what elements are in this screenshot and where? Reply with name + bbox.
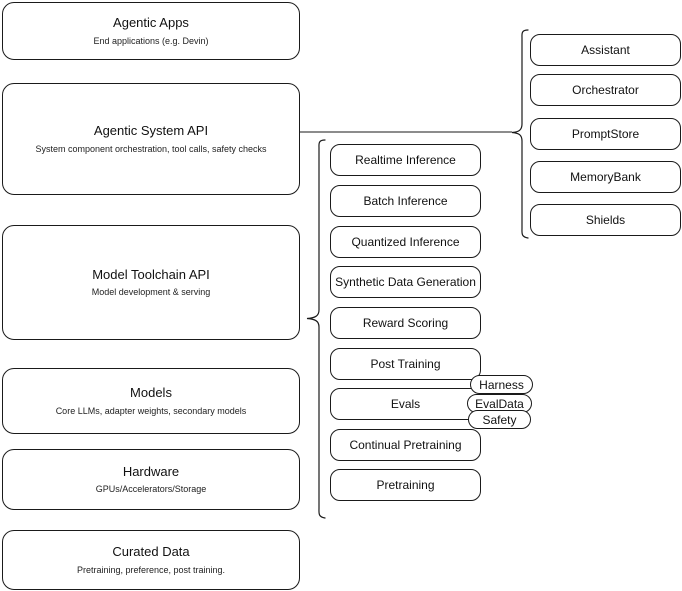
connector-agentic-system-api-to-components (300, 120, 515, 144)
evals-badge-harness[interactable]: Harness (470, 375, 533, 394)
capability-pretraining[interactable]: Pretraining (330, 469, 481, 501)
layer-title: Hardware (122, 463, 180, 479)
capability-label: Reward Scoring (362, 315, 449, 330)
layer-subtitle: Core LLMs, adapter weights, secondary mo… (55, 405, 247, 416)
capability-synthetic-data-generation[interactable]: Synthetic Data Generation (330, 266, 481, 298)
capability-label: Evals (390, 396, 421, 411)
component-label: Assistant (581, 42, 630, 57)
capability-label: Batch Inference (363, 193, 448, 208)
capability-quantized-inference[interactable]: Quantized Inference (330, 226, 481, 258)
capability-realtime-inference[interactable]: Realtime Inference (330, 144, 481, 176)
badge-label: EvalData (475, 396, 524, 411)
badge-label: Safety (482, 412, 517, 427)
badge-label: Harness (479, 377, 524, 392)
layer-subtitle: Pretraining, preference, post training. (76, 564, 226, 575)
component-label: MemoryBank (570, 169, 641, 184)
component-label: Orchestrator (572, 82, 639, 97)
layer-title: Models (130, 385, 172, 401)
layer-title: Model Toolchain API (92, 266, 210, 282)
capability-label: Quantized Inference (351, 234, 460, 249)
component-orchestrator[interactable]: Orchestrator (530, 74, 681, 106)
layer-hardware[interactable]: Hardware GPUs/Accelerators/Storage (2, 449, 300, 510)
layer-subtitle: End applications (e.g. Devin) (93, 35, 209, 46)
layer-curated-data[interactable]: Curated Data Pretraining, preference, po… (2, 530, 300, 590)
layer-title: Agentic Apps (113, 15, 189, 31)
capability-label: Continual Pretraining (349, 437, 462, 452)
brace-model-toolchain-capabilities (303, 138, 331, 520)
component-assistant[interactable]: Assistant (530, 34, 681, 66)
layer-subtitle: GPUs/Accelerators/Storage (95, 484, 207, 494)
component-promptstore[interactable]: PromptStore (530, 118, 681, 150)
capability-batch-inference[interactable]: Batch Inference (330, 185, 481, 217)
layer-subtitle: System component orchestration, tool cal… (35, 143, 267, 154)
capability-label: Synthetic Data Generation (335, 274, 476, 289)
capability-post-training[interactable]: Post Training (330, 348, 481, 380)
component-shields[interactable]: Shields (530, 204, 681, 236)
layer-model-toolchain-api[interactable]: Model Toolchain API Model development & … (2, 225, 300, 340)
layer-title: Curated Data (112, 544, 190, 560)
capability-continual-pretraining[interactable]: Continual Pretraining (330, 429, 481, 461)
capability-evals[interactable]: Evals (330, 388, 481, 420)
layer-agentic-apps[interactable]: Agentic Apps End applications (e.g. Devi… (2, 2, 300, 60)
capability-label: Post Training (370, 356, 441, 371)
component-label: PromptStore (571, 126, 640, 141)
capability-label: Realtime Inference (355, 152, 456, 167)
layer-models[interactable]: Models Core LLMs, adapter weights, secon… (2, 368, 300, 434)
layer-agentic-system-api[interactable]: Agentic System API System component orch… (2, 83, 300, 195)
capability-label: Pretraining (376, 477, 435, 492)
component-memorybank[interactable]: MemoryBank (530, 161, 681, 193)
capability-reward-scoring[interactable]: Reward Scoring (330, 307, 481, 339)
layer-title: Agentic System API (93, 123, 209, 139)
layer-subtitle: Model development & serving (91, 287, 211, 297)
component-label: Shields (585, 212, 626, 227)
evals-badge-safety[interactable]: Safety (468, 410, 531, 429)
evals-badge-evaldata[interactable]: EvalData (467, 394, 532, 413)
